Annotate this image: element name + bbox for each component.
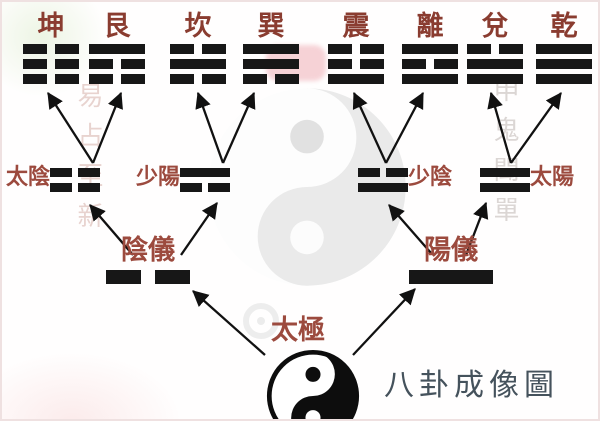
bigram-taiyang-label: 太陽 (530, 164, 575, 190)
arrow-shaoyang-to-xun (221, 91, 256, 164)
trigram-dui: 兌 (466, 10, 524, 84)
line-solid (480, 168, 530, 177)
line-broken (23, 74, 79, 84)
trigram-xun-label: 巽 (257, 11, 285, 42)
line-solid (536, 74, 592, 84)
trigram-qian-lines (536, 44, 592, 84)
trigram-zhen-lines (328, 44, 384, 84)
bigram-shaoyin-label: 少陰 (408, 164, 453, 190)
monogram-yangyi: 陽儀 (406, 235, 496, 284)
diagram-title: 八卦成像圖 (384, 368, 559, 403)
trigram-kan-label: 坎 (184, 11, 212, 42)
line-broken (402, 59, 458, 69)
line-solid (536, 44, 592, 54)
line-solid (536, 59, 592, 69)
bigram-shaoyin: 少陰 (358, 163, 452, 192)
trigram-kun: 坤 (22, 10, 80, 84)
line-solid (467, 74, 523, 84)
trigram-xun-lines (243, 44, 299, 84)
bigram-shaoyin-lines (358, 168, 408, 192)
line-solid (467, 59, 523, 69)
line-solid (358, 183, 408, 192)
line-broken (89, 59, 145, 69)
monogram-yangyi-line (409, 270, 493, 284)
arrow-shaoyin-to-li (384, 91, 425, 164)
trigram-kun-lines (23, 44, 79, 84)
line-broken (243, 74, 299, 84)
monogram-yinyi: 陰儀 (103, 235, 193, 284)
arrow-taiji-to-yangyi (352, 288, 416, 356)
line-solid (170, 59, 226, 69)
line-solid (402, 74, 458, 84)
bigram-taiyin-lines (50, 168, 101, 192)
arrow-yinyi-to-shaoyang (180, 202, 218, 256)
line-broken (467, 44, 523, 54)
arrow-yangyi-to-shaoyin (388, 204, 432, 254)
line-solid (180, 168, 231, 177)
line-broken (180, 183, 231, 192)
line-broken (23, 44, 79, 54)
arrow-shaoyin-to-zhen (352, 91, 388, 164)
line-broken (328, 59, 384, 69)
line-broken (170, 74, 226, 84)
taiji-symbol-icon (266, 349, 360, 419)
trigram-kan-lines (170, 44, 226, 84)
taiji-label: 太極 (271, 315, 325, 346)
arrow-taiji-to-yinyi (192, 290, 266, 356)
line-broken (89, 74, 145, 84)
bigram-shaoyang-lines (180, 168, 231, 192)
bigram-taiyang: 太陽 (480, 163, 574, 192)
line-solid (243, 59, 299, 69)
arrow-yangyi-to-taiyang (464, 201, 489, 256)
line-solid (409, 270, 493, 284)
trigram-dui-lines (467, 44, 523, 84)
trigram-zhen: 震 (327, 10, 385, 84)
arrow-shaoyang-to-kan (195, 91, 225, 164)
trigram-qian-label: 乾 (550, 11, 578, 42)
line-broken (328, 44, 384, 54)
trigram-gen-label: 艮 (103, 11, 131, 42)
trigram-xun: 巽 (242, 10, 300, 84)
line-solid (328, 74, 384, 84)
trigram-gen-lines (89, 44, 145, 84)
line-broken (50, 183, 101, 192)
arrow-taiyin-to-kun (47, 92, 94, 164)
arrow-yinyi-to-taiyin (89, 204, 134, 256)
line-solid (480, 183, 530, 192)
line-solid (89, 44, 145, 54)
bigram-taiyang-lines (480, 168, 530, 192)
trigram-kan: 坎 (169, 10, 227, 84)
trigram-li-lines (402, 44, 458, 84)
monogram-yangyi-label: 陽儀 (424, 235, 478, 266)
arrow-taiyin-to-gen (91, 91, 123, 164)
arrow-taiyang-to-dui (487, 91, 513, 164)
trigram-gen: 艮 (88, 10, 146, 84)
bigram-taiyin-label: 太陰 (6, 164, 51, 190)
line-broken (358, 168, 408, 177)
line-broken (23, 59, 79, 69)
trigram-qian: 乾 (535, 10, 593, 84)
trigram-zhen-label: 震 (342, 11, 370, 42)
line-solid (402, 44, 458, 54)
line-broken (170, 44, 226, 54)
trigram-dui-label: 兌 (481, 11, 509, 42)
line-broken (50, 168, 101, 177)
monogram-yinyi-line (106, 270, 190, 284)
trigram-li-label: 離 (416, 11, 444, 42)
arrow-taiyang-to-qian (510, 92, 562, 164)
line-broken (106, 270, 190, 284)
bigram-shaoyang-label: 少陽 (136, 164, 181, 190)
bigram-shaoyang: 少陽 (136, 163, 231, 192)
trigram-kun-label: 坤 (37, 11, 65, 42)
monogram-yinyi-label: 陰儀 (121, 235, 175, 266)
bigram-taiyin: 太陰 (6, 163, 101, 192)
trigram-li: 離 (401, 10, 459, 84)
line-solid (243, 44, 299, 54)
